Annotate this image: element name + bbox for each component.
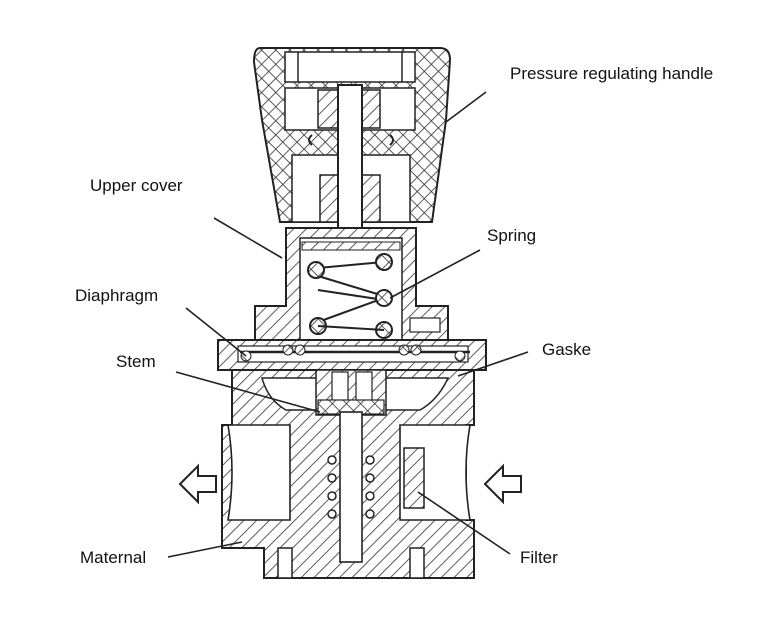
leader-lines: [167, 91, 529, 558]
pressure-regulating-handle: [252, 47, 452, 242]
label-upper-cover: Upper cover: [90, 176, 183, 195]
label-spring: Spring: [487, 226, 537, 245]
label-stem: Stem: [116, 352, 156, 371]
spring: [307, 253, 393, 339]
inlet-arrow-icon: [483, 463, 522, 505]
label-material: Maternal: [80, 548, 147, 567]
valve-body: [221, 369, 475, 579]
label-diaphragm: Diaphragm: [75, 286, 159, 305]
label-gasket: Gaske: [542, 340, 592, 359]
outlet-arrow-icon: [178, 463, 217, 505]
upper-cover: [254, 227, 449, 341]
label-pressure-regulating-handle: Pressure regulating handle: [510, 64, 714, 83]
label-filter: Filter: [520, 548, 558, 567]
diaphragm: [217, 339, 487, 371]
